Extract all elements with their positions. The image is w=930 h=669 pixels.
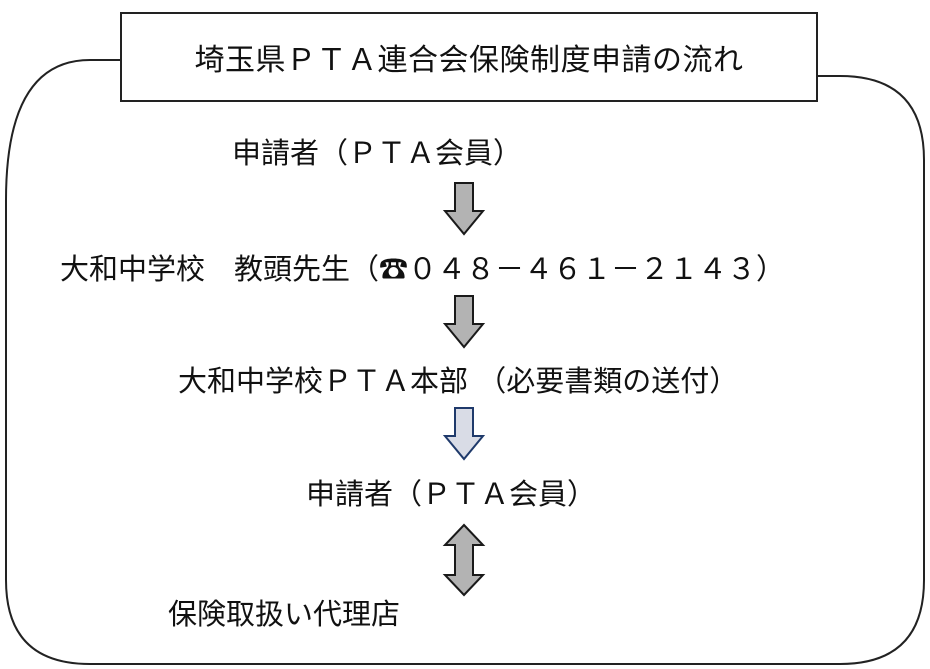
down-arrow-icon (442, 182, 486, 236)
step-insurance-agency: 保険取扱い代理店 (168, 597, 401, 631)
step-vice-principal: 大和中学校 教頭先生（☎０４８－４６１－２１４３） (60, 252, 786, 286)
step-pta-headquarters: 大和中学校ＰＴＡ本部 （必要書類の送付） (178, 364, 739, 398)
step-applicant-return: 申請者（ＰＴＡ会員） (306, 477, 597, 511)
up-down-arrow-icon (442, 523, 486, 597)
down-arrow-icon (442, 407, 486, 461)
diagram-title: 埼玉県ＰＴＡ連合会保険制度申請の流れ (194, 43, 744, 78)
title-box: 埼玉県ＰＴＡ連合会保険制度申請の流れ (120, 12, 818, 102)
down-arrow-icon (442, 295, 486, 349)
step-applicant: 申請者（ＰＴＡ会員） (232, 136, 523, 170)
